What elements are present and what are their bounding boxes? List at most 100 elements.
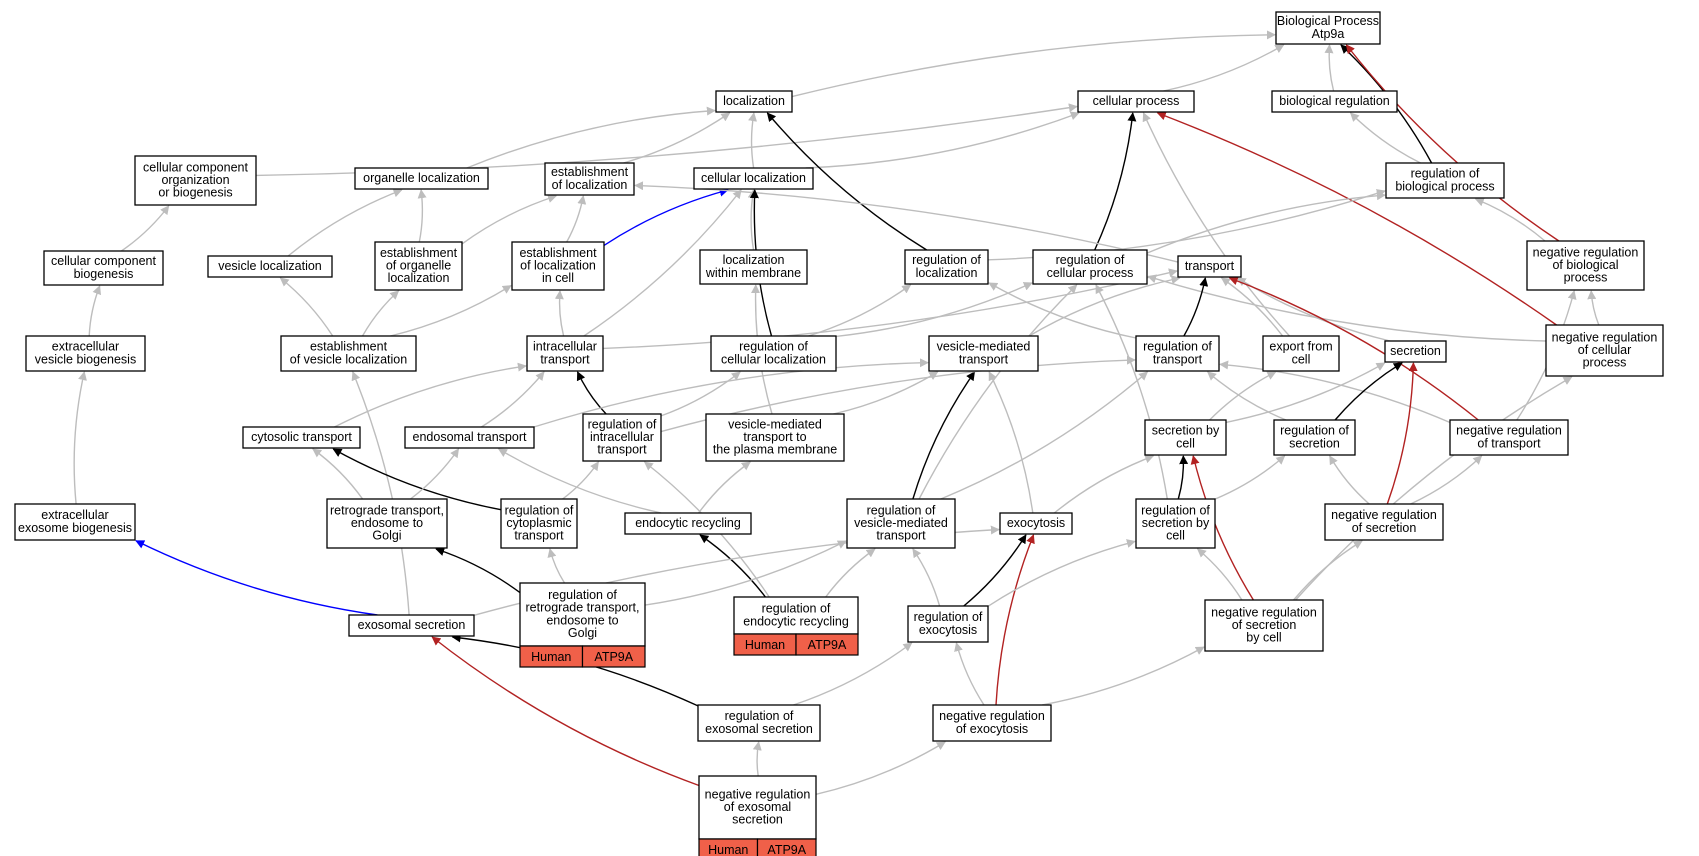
- node-box: [544, 162, 635, 196]
- edge-is-a-neg-reg-exosomal-secretion-to-reg-exosomal-secretion: [752, 741, 762, 777]
- node-label-line: negative regulation: [705, 787, 811, 801]
- edge-is-a-neg-reg-bp-to-reg-bp: [1474, 197, 1546, 242]
- node-label-line: retrograde transport,: [526, 601, 640, 615]
- node-label-line: cytoplasmic: [506, 516, 571, 530]
- node-label-line: regulation of: [912, 253, 981, 267]
- edge-is-a-cell-loc-to-localization: [748, 112, 758, 169]
- go-term-node-cell-loc[interactable]: cellular localization: [693, 167, 814, 190]
- go-term-node-endosomal-transport[interactable]: endosomal transport: [404, 426, 535, 449]
- node-box: [999, 512, 1073, 535]
- go-term-node-transport[interactable]: transport: [1177, 255, 1242, 278]
- node-label-line: vesicle-mediated: [728, 417, 822, 431]
- edge-is-a-reg-cell-loc-to-reg-loc: [808, 284, 912, 337]
- node-box: [404, 426, 535, 449]
- edge-is-a-reg-secretion-by-cell-to-reg-secretion: [1214, 455, 1286, 500]
- go-term-node-cytosolic-transport[interactable]: cytosolic transport: [242, 426, 361, 449]
- node-label-line: Golgi: [568, 626, 597, 640]
- go-term-node-bio-reg[interactable]: biological regulation: [1271, 90, 1398, 113]
- go-term-node-localization[interactable]: localization: [715, 90, 793, 113]
- node-box: [1449, 419, 1569, 456]
- node-box: [354, 167, 489, 190]
- node-label-line: cytosolic transport: [251, 430, 352, 444]
- edge-negatively-regulates-neg-reg-cp-to-cellular-process: [1156, 111, 1557, 326]
- edge-regulates-reg-cyto-transport-to-cytosolic-transport: [332, 448, 502, 511]
- node-label-line: within membrane: [705, 266, 801, 280]
- go-term-node-secretion[interactable]: secretion: [1384, 340, 1447, 363]
- node-label-line: endosome to: [546, 613, 618, 627]
- node-label-line: regulation of: [867, 503, 936, 517]
- node-label-line: localization: [388, 271, 450, 285]
- edge-is-a-neg-reg-secretion-by-cell-to-neg-reg-secretion: [1293, 540, 1363, 601]
- node-box: [1384, 340, 1447, 363]
- edge-is-a-reg-bp-to-bio-reg: [1349, 112, 1421, 164]
- node-label-line: cellular process: [1093, 94, 1180, 108]
- node-label-line: biological process: [1395, 179, 1494, 193]
- edge-is-a-neg-reg-secretion-to-reg-secretion: [1329, 455, 1370, 505]
- node-label-line: regulation of: [914, 610, 983, 624]
- node-label-line: establishment: [519, 246, 597, 260]
- node-label-line: exosomal secretion: [705, 722, 813, 736]
- node-label-line: by cell: [1246, 631, 1281, 645]
- node-label-line: cell: [1166, 529, 1185, 543]
- edge-is-a-est-loc-to-localization: [623, 112, 731, 164]
- go-term-node-exocytosis[interactable]: exocytosis: [999, 512, 1073, 535]
- edge-is-a-reg-cell-loc-to-reg-cp: [835, 282, 1033, 338]
- go-term-node-organelle-loc[interactable]: organelle localization: [354, 167, 489, 190]
- node-label-line: of secretion: [1232, 618, 1297, 632]
- node-label-line: cellular localization: [701, 171, 806, 185]
- node-label-line: endocytic recycling: [635, 516, 741, 530]
- go-term-node-cellular-process[interactable]: cellular process: [1077, 90, 1195, 113]
- go-term-node-endocytic-recycling[interactable]: endocytic recycling: [624, 512, 752, 535]
- edge-is-a-neg-reg-exocytosis-to-reg-exocytosis: [954, 642, 985, 706]
- edge-is-a-secretion-by-cell-to-secretion: [1225, 362, 1386, 424]
- go-term-node-exosomal-secretion[interactable]: exosomal secretion: [348, 614, 475, 637]
- go-term-node-vesicle-loc[interactable]: vesicle localization: [207, 255, 333, 278]
- node-label-line: exocytosis: [1007, 516, 1065, 530]
- node-label-line: negative regulation: [1331, 508, 1437, 522]
- edge-regulates-reg-endocytic-recycling-to-endocytic-recycling: [699, 534, 766, 598]
- node-label-line: intracellular: [590, 430, 654, 444]
- node-label-line: of organelle: [386, 259, 451, 273]
- node-label-line: secretion: [1289, 436, 1340, 450]
- node-box: [715, 90, 793, 113]
- node-box: [1135, 498, 1216, 549]
